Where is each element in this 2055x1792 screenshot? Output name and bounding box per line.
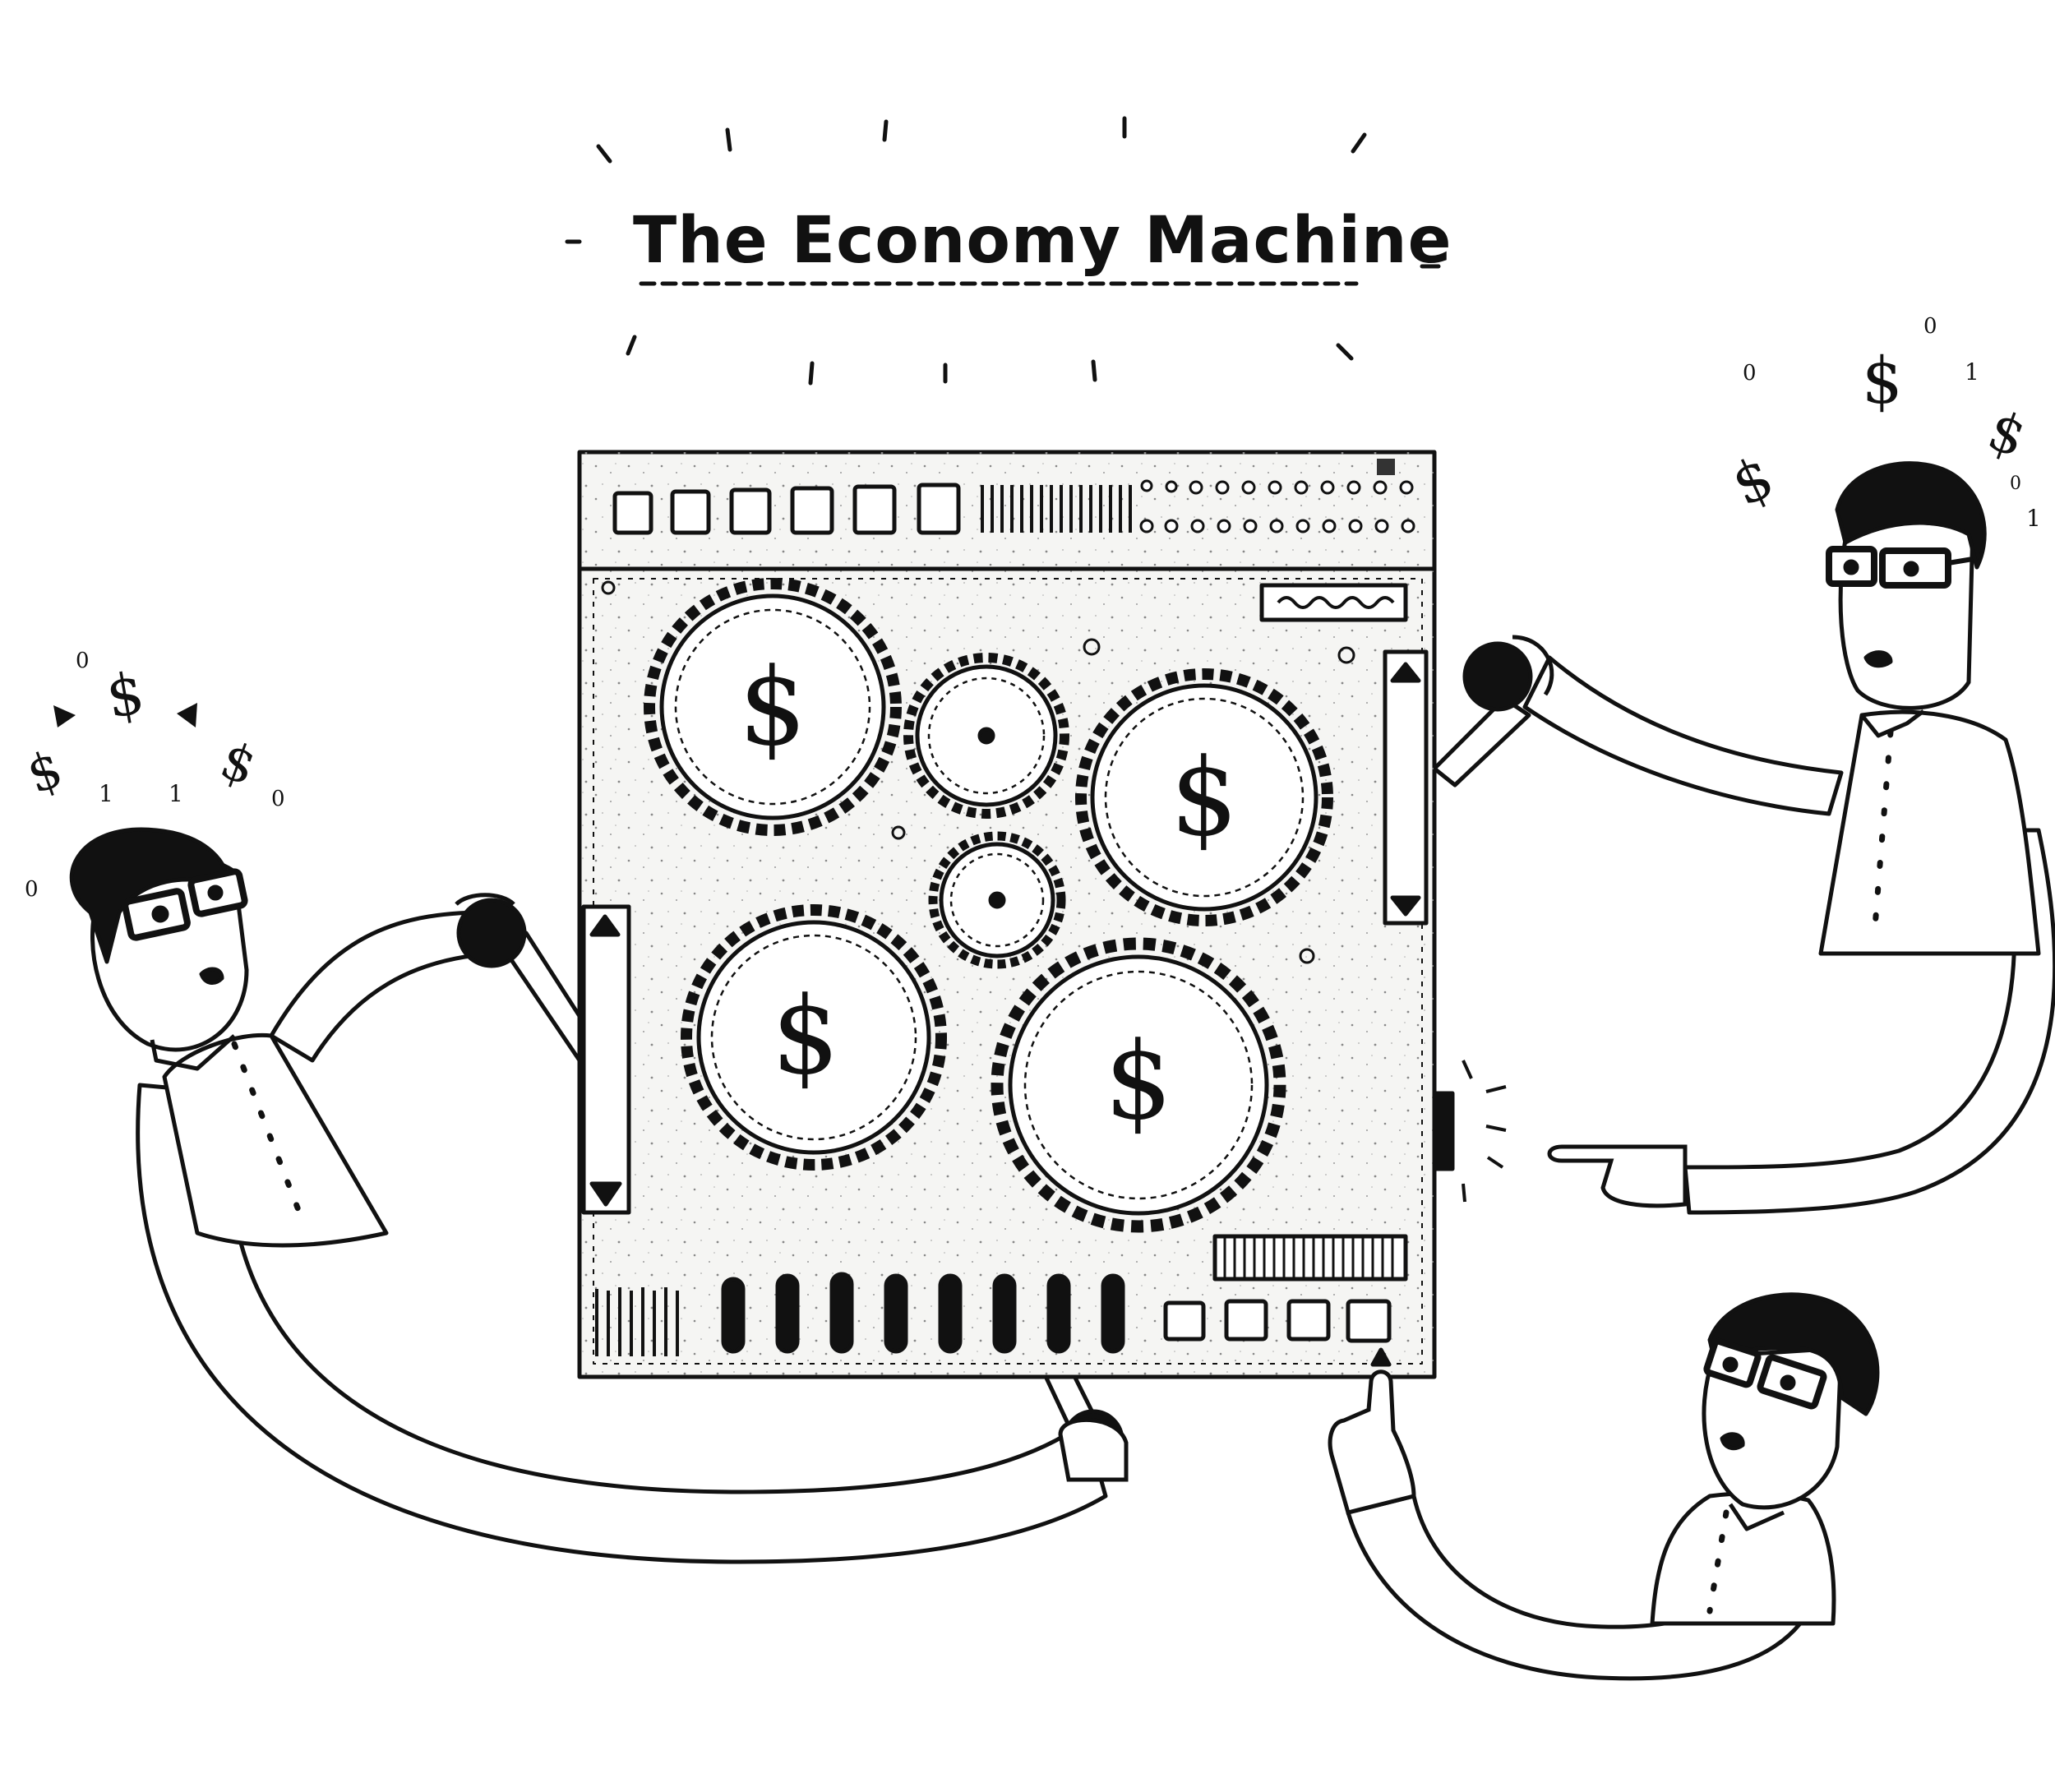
pointing-hand-icon (1547, 1144, 1688, 1208)
left-scroll-down-icon (589, 1181, 622, 1207)
gear-icon (681, 904, 947, 1171)
title-decoration (565, 116, 1441, 386)
right-scrollbar (1383, 649, 1429, 926)
hands-and-knobs (455, 635, 1688, 1516)
right-person-pointing-arm (1683, 828, 2055, 1215)
left-person (69, 827, 389, 1248)
top-button-row (612, 483, 961, 535)
svg-text:0: 0 (25, 877, 39, 902)
right-person-hair (1835, 461, 1987, 570)
dollar-sign-icon: $ (1862, 344, 1903, 418)
svg-text:1: 1 (2026, 505, 2041, 532)
right-person-arm (1522, 655, 1844, 816)
pointing-hand-icon (1328, 1369, 1416, 1516)
dollar-sign-icon: $ (1980, 399, 2034, 470)
gear-icon (644, 578, 902, 836)
dollar-sign-icon: $ (1171, 735, 1239, 860)
gear-icon (903, 653, 1069, 819)
dollar-sign-icon: $ (739, 644, 807, 769)
indicator-lights (1139, 479, 1415, 533)
left-scrollbar (581, 904, 631, 1215)
bottom-person-hair (1707, 1292, 1880, 1416)
dollar-sign-icon: $ (101, 658, 149, 731)
bottom-vent-lines (595, 1287, 679, 1356)
right-top-person (1818, 461, 2041, 956)
right-scroll-down-icon (1390, 895, 1421, 917)
gear-dollar-signs: $ $ $ $ (739, 644, 1239, 1143)
corner-indicator (1377, 459, 1395, 475)
page-title: The Economy Machine (633, 204, 1452, 278)
control-switches (721, 1272, 1125, 1354)
bottom-person-body (1650, 1491, 1836, 1626)
svg-text:0: 0 (2010, 473, 2021, 494)
people-arms (136, 655, 2055, 1681)
dollar-sign-icon: $ (1105, 1018, 1173, 1143)
right-person-body (1818, 709, 2041, 956)
right-knob (1462, 641, 1533, 712)
left-knob (456, 898, 527, 968)
dollar-sign-icon: $ (1722, 443, 1784, 520)
dollar-sign-icon: $ (213, 729, 264, 797)
svg-text:0: 0 (271, 787, 285, 811)
gears (644, 578, 1333, 1233)
svg-text:0: 0 (76, 649, 90, 673)
svg-text:0: 0 (1743, 361, 1757, 386)
right-knob-rod (1432, 696, 1531, 787)
dollar-sign-icon: $ (19, 738, 70, 806)
left-person-body (162, 1032, 389, 1248)
svg-text:1: 1 (99, 780, 113, 807)
right-scroll-up-icon (1390, 662, 1421, 683)
svg-text:1: 1 (1965, 358, 1979, 386)
side-switch (1432, 1091, 1455, 1171)
gear-icon (1075, 668, 1333, 926)
bottom-person (1650, 1292, 1880, 1626)
status-display (1259, 583, 1408, 622)
left-scroll-up-icon (589, 914, 621, 937)
top-vent-lines (981, 485, 1132, 533)
bottom-button-row (1163, 1299, 1392, 1343)
dollar-sign-icon: $ (772, 973, 840, 1098)
svg-text:1: 1 (169, 780, 183, 807)
gear-icon (991, 937, 1286, 1233)
gear-icon (928, 831, 1066, 969)
left-person-hair (69, 827, 231, 964)
svg-text:0: 0 (1923, 314, 1937, 339)
left-person-long-arm (136, 1083, 1108, 1564)
